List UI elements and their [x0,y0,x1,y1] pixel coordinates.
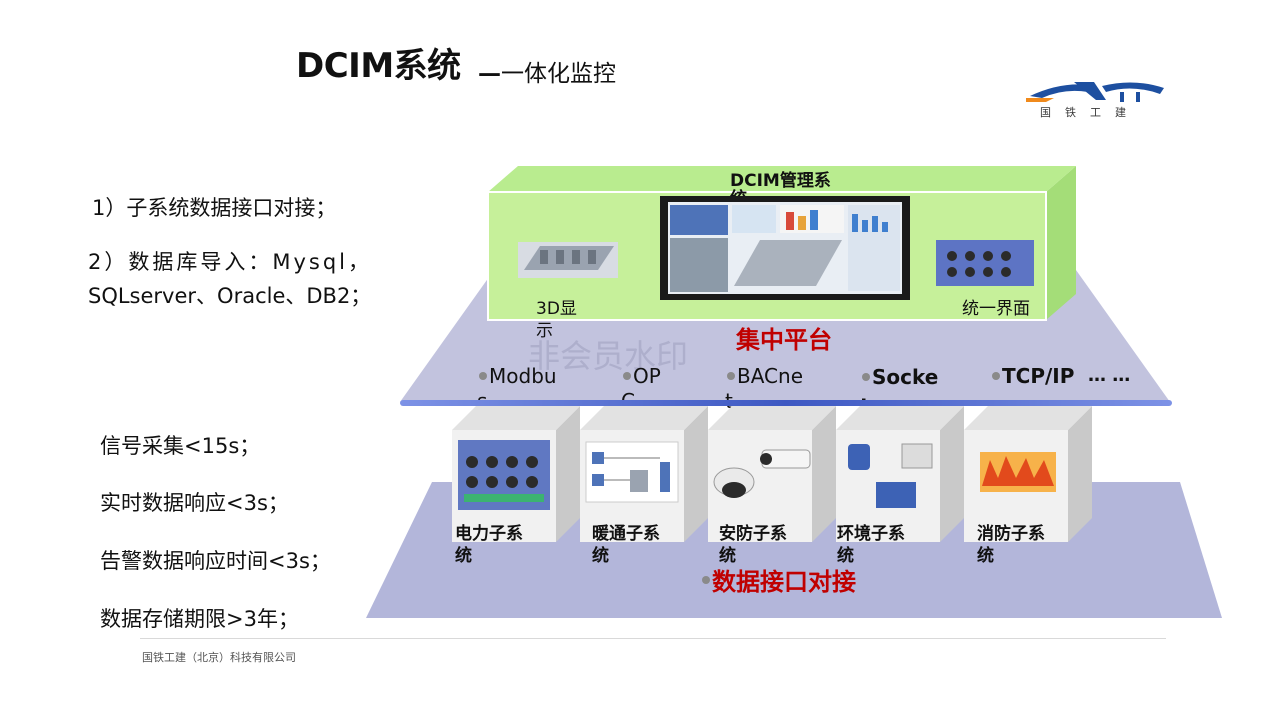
feature-interface: 1）子系统数据接口对接； [92,196,337,220]
label-unified-interface: 统一界面 [962,299,1030,319]
subsystem-security [708,406,836,542]
top-box-side [1046,166,1076,320]
logo-text: 国铁工建 [1040,106,1140,119]
feature-database-line1: 2）数据库导入：Mysql， [88,250,373,274]
bus-line [400,400,1172,406]
label-power-subsystem: 电力子系 [455,523,523,544]
label-3d-display-l2: 示 [536,321,553,341]
footer-divider [140,638,1166,639]
page-title: DCIM系统 [296,46,461,86]
protocol-socket: Socke [872,365,938,389]
protocol-bacnet: BACne [737,364,803,388]
protocol-ellipsis: … … [1088,365,1130,386]
label-3d-display: 3D显 [536,299,577,319]
protocol-modbus: Modbu [489,364,557,388]
protocol-tcpip: TCP/IP [1002,364,1074,388]
platform-label: 集中平台 [735,326,832,354]
unified-interface-image [936,240,1034,286]
subsystem-fire [964,406,1092,542]
label-environment-subsystem: 环境子系 [837,523,905,544]
subsystem-power [452,406,580,542]
footer-company: 国铁工建（北京）科技有限公司 [142,651,296,664]
label-fire-subsystem: 消防子系 [977,523,1045,544]
title-sub-text: 一体化监控 [501,61,616,87]
title-dash: — [478,61,501,87]
label-hvac-subsystem: 暖通子系 [592,523,660,544]
label-security-subsystem-l2: 统 [719,545,736,566]
data-interface-label: 数据接口对接 [712,568,856,596]
company-logo [1026,82,1164,102]
dcim-system-title: DCIM管理系 [730,170,831,191]
metric-realtime-response: 实时数据响应<3s； [100,491,289,515]
top-box-top [488,166,1076,192]
page-subtitle: —一体化监控 [478,54,616,88]
watermark: 非会员水印 [528,337,688,375]
label-environment-subsystem-l2: 统 [837,545,854,566]
subsystem-environment [836,406,964,542]
label-power-subsystem-l2: 统 [455,545,472,566]
subsystem-hvac [580,406,708,542]
label-fire-subsystem-l2: 统 [977,545,994,566]
3d-display-image [518,242,618,278]
metric-storage-period: 数据存储期限>3年； [100,607,299,631]
metric-alarm-response: 告警数据响应时间<3s； [100,549,331,573]
label-security-subsystem: 安防子系 [719,523,787,544]
monitor-screen [660,196,910,300]
label-hvac-subsystem-l2: 统 [592,545,609,566]
feature-database-line2: SQLserver、Oracle、DB2； [88,284,372,308]
metric-signal-collection: 信号采集<15s； [100,434,261,458]
protocol-opc: OP [633,364,661,388]
